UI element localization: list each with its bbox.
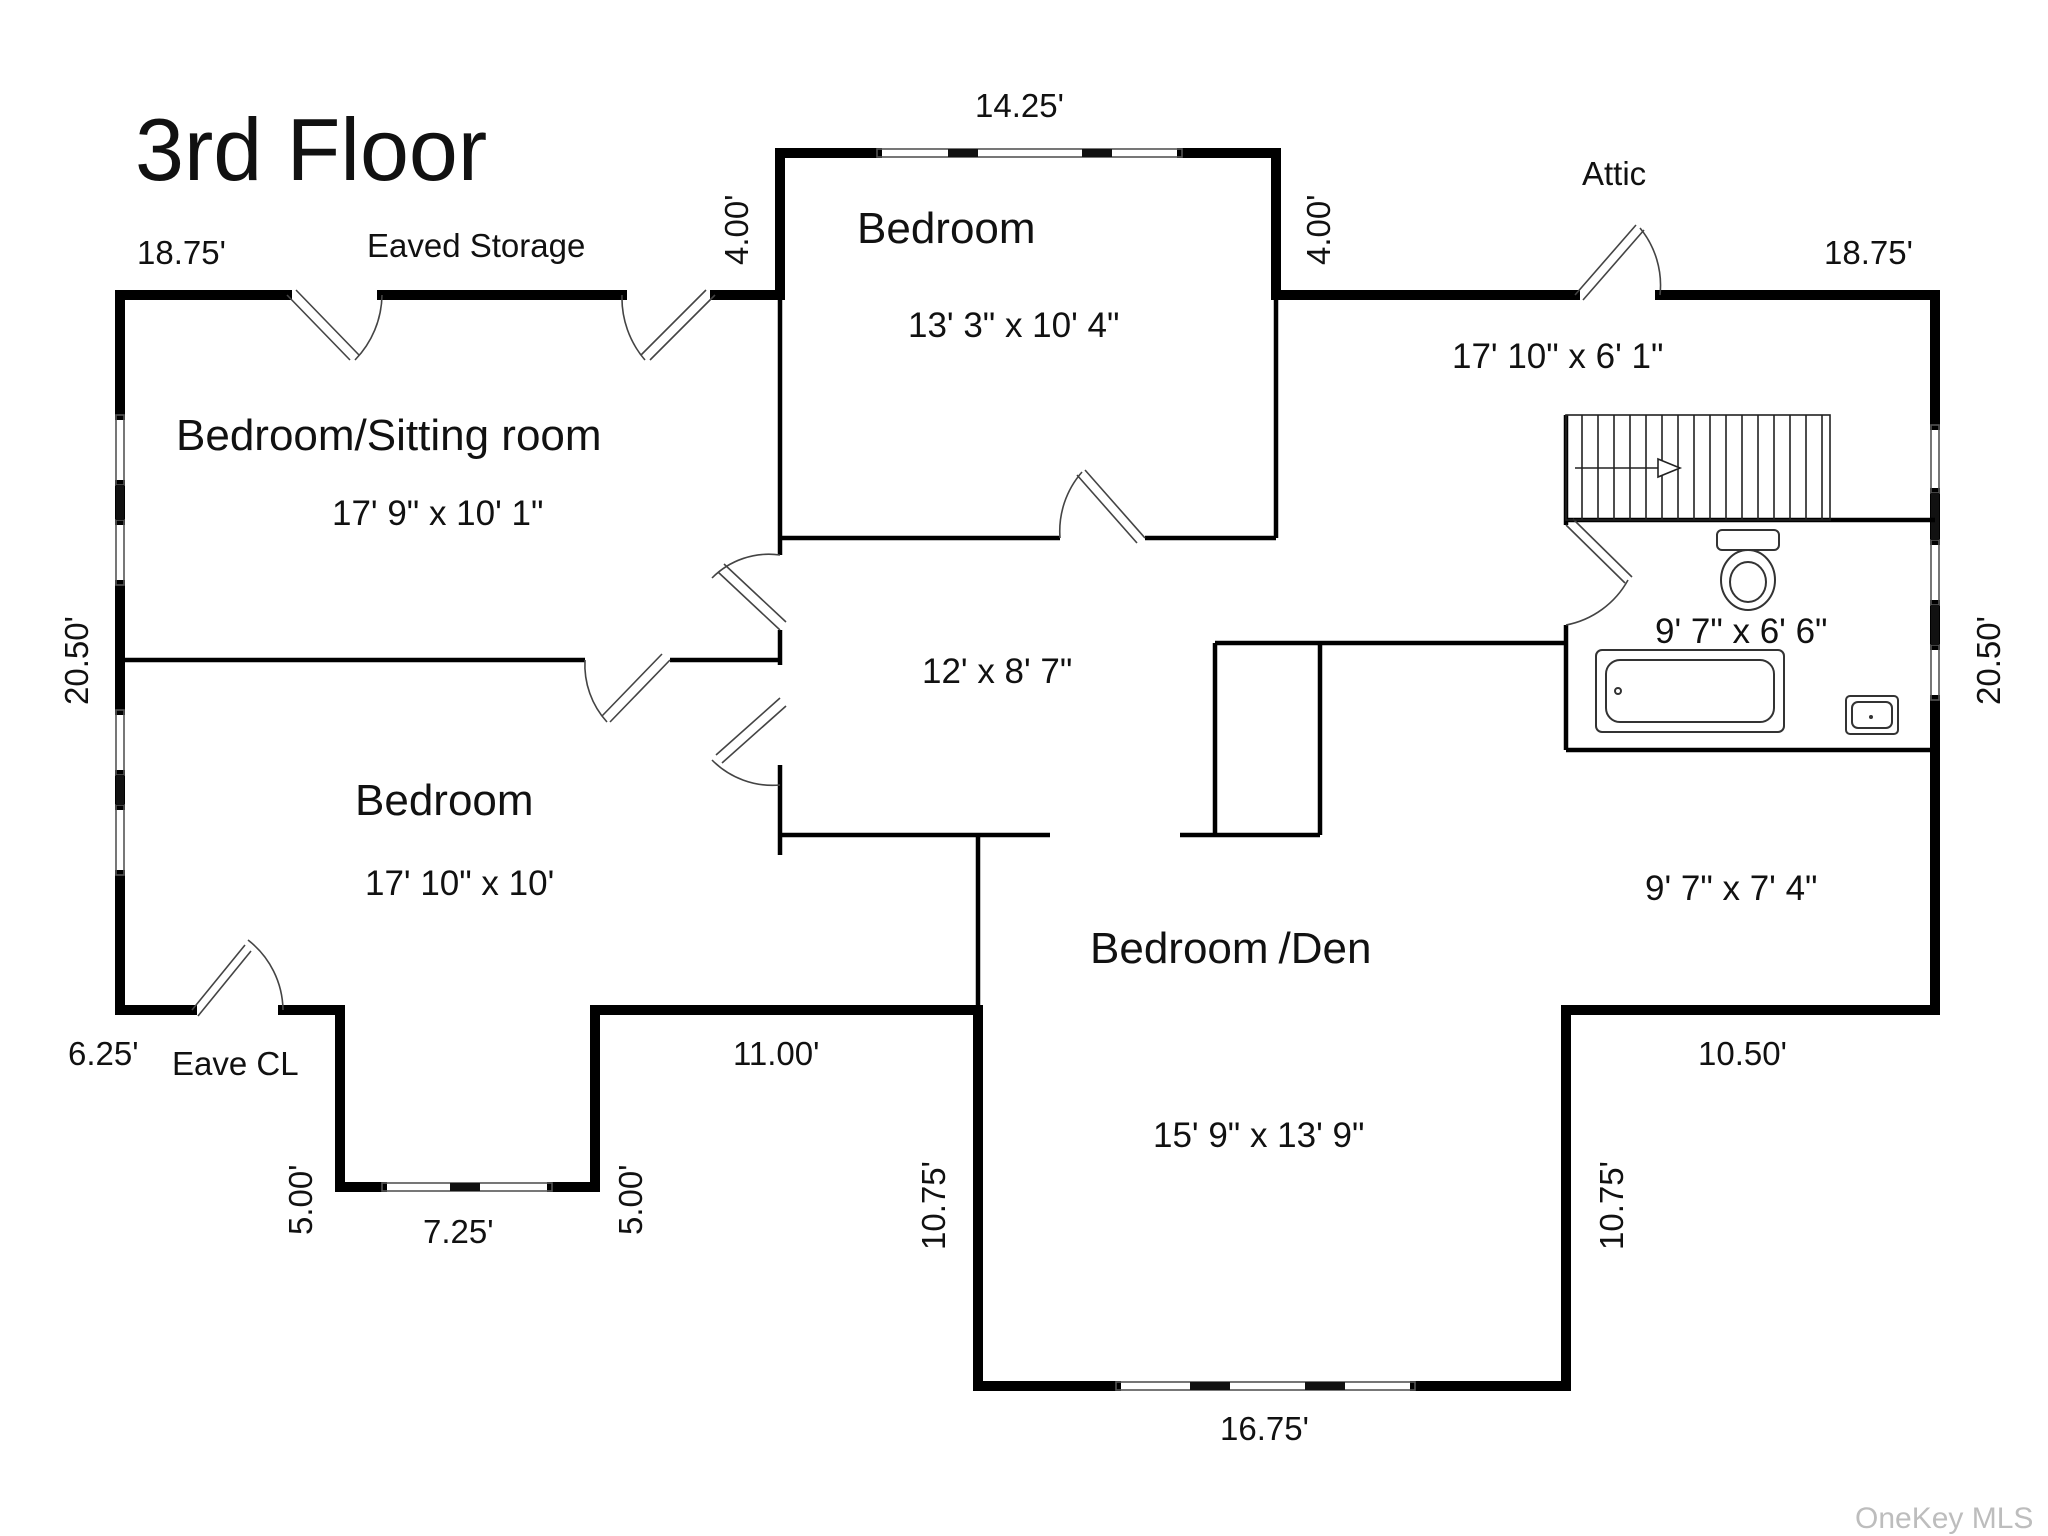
room-name-den-c: Den — [1291, 924, 1372, 973]
dim-left-height: 20.50' — [58, 616, 95, 705]
room-labels: Bedroom 13' 3" x 10' 4" Bedroom/Sitting … — [176, 204, 1827, 1155]
dimension-labels: 18.75' 14.25' 18.75' 4.00' 4.00' 20.50' … — [58, 87, 2007, 1447]
dim-top-left-width: 18.75' — [137, 234, 226, 271]
room-name-sitting-b: / — [355, 411, 368, 460]
dim-bay-width: 7.25' — [423, 1213, 494, 1250]
dim-bump-right-height: 4.00' — [1300, 194, 1337, 265]
dim-bottom-mid-width: 11.00' — [733, 1035, 819, 1072]
room-size-den: 15' 9" x 13' 9" — [1153, 1116, 1364, 1155]
dim-bay-left-height: 5.00' — [282, 1164, 319, 1235]
interior-walls — [120, 295, 1935, 1010]
room-size-bath: 9' 7" x 6' 6" — [1655, 612, 1827, 651]
dim-bottom-left-eave: 6.25' — [68, 1035, 139, 1072]
room-size-bedroom-left: 17' 10" x 10' — [365, 864, 554, 903]
page-title: 3rd Floor — [135, 100, 487, 199]
room-name-sitting-c: Sitting room — [367, 411, 602, 460]
attic-label: Attic — [1582, 155, 1646, 192]
watermark: OneKey MLS — [1855, 1502, 2033, 1535]
dim-bay-right-height: 5.00' — [612, 1164, 649, 1235]
sink-icon — [1845, 695, 1899, 735]
toilet-icon — [1716, 529, 1780, 611]
room-name-den-b: / — [1279, 924, 1292, 973]
windows — [115, 148, 1940, 1391]
eave-cl-label: Eave CL — [172, 1045, 299, 1082]
dim-top-center-width: 14.25' — [975, 87, 1064, 124]
stair-arrow-icon — [1575, 457, 1683, 479]
room-name-den: Bedroom/Den — [1090, 924, 1372, 973]
room-name-sitting-a: Bedroom — [176, 411, 355, 460]
room-name-bedroom-top: Bedroom — [857, 204, 1036, 253]
eaved-storage-label: Eaved Storage — [367, 227, 585, 264]
dim-top-right-width: 18.75' — [1824, 234, 1913, 271]
doors — [191, 224, 1662, 1017]
room-size-bedroom-top: 13' 3" x 10' 4" — [908, 306, 1119, 345]
dim-bump-left-height: 4.00' — [718, 194, 755, 265]
bathtub-icon — [1595, 649, 1785, 733]
room-name-sitting: Bedroom/Sitting room — [176, 411, 602, 460]
room-size-right-area: 9' 7" x 7' 4" — [1645, 869, 1817, 908]
bath-fixtures — [1595, 529, 1899, 735]
dim-right-height: 20.50' — [1970, 616, 2007, 705]
dim-bottom-right-width: 10.50' — [1698, 1035, 1787, 1072]
staircase — [1565, 414, 1831, 521]
dim-den-width: 16.75' — [1220, 1410, 1309, 1447]
dim-den-right-height: 10.75' — [1593, 1161, 1630, 1250]
dim-den-left-height: 10.75' — [915, 1161, 952, 1250]
room-name-den-a: Bedroom — [1090, 924, 1269, 973]
room-size-hall: 12' x 8' 7" — [922, 652, 1072, 691]
room-size-sitting: 17' 9" x 10' 1" — [332, 494, 543, 533]
room-size-attic-area: 17' 10" x 6' 1" — [1452, 337, 1663, 376]
room-name-bedroom-left: Bedroom — [355, 776, 534, 825]
